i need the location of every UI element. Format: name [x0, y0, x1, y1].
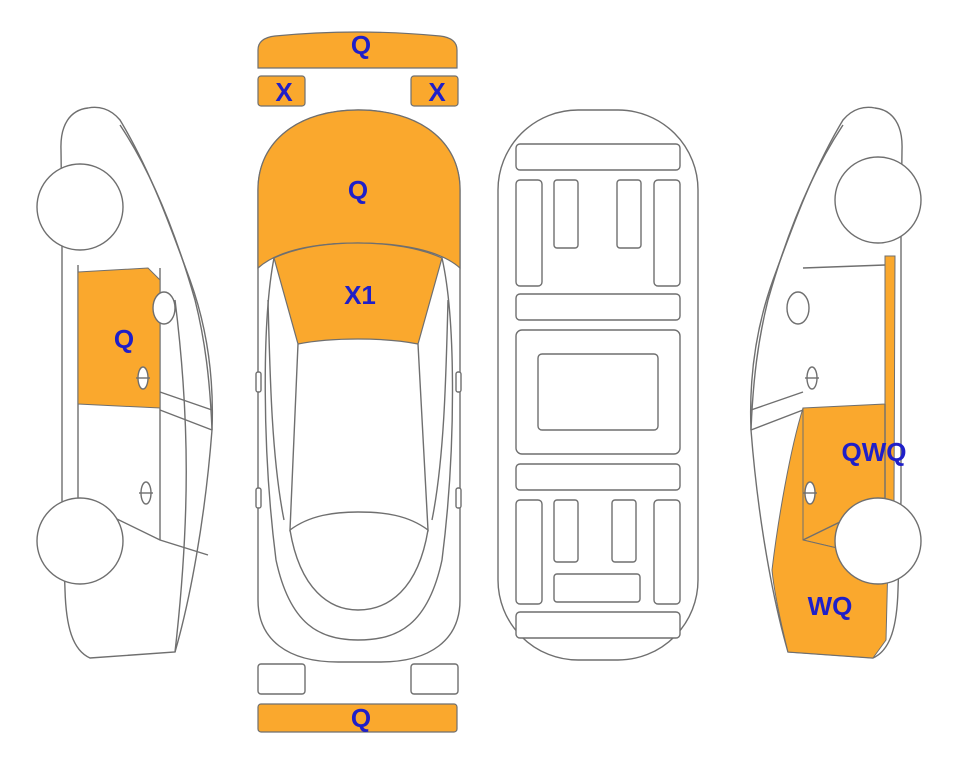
right-mirror [786, 291, 810, 325]
taillight-right [410, 663, 459, 695]
top-view: Q X X Q X1 Q [255, 30, 462, 733]
right-window-line [431, 299, 449, 521]
left-door-handle-front [136, 366, 150, 390]
left-front-wheel [36, 163, 124, 251]
rear-bumper-label: Q [351, 703, 371, 733]
right-a-pillar-line [441, 257, 454, 561]
left-window-line [267, 299, 285, 521]
headlight-right-damage [410, 75, 459, 107]
headlight-left-label: X [275, 77, 293, 107]
right-side-front-door [802, 264, 886, 269]
trunk-line [275, 559, 443, 641]
underbody-rail-rl [515, 499, 543, 605]
headlight-left-damage [257, 75, 306, 107]
underbody-view [497, 109, 699, 661]
left-side-rocker [174, 299, 187, 653]
right-rear-quarter-label: WQ [808, 591, 853, 621]
top-mirror-right [455, 371, 462, 393]
left-front-door-label: Q [114, 324, 134, 354]
right-side-roofline [750, 124, 844, 431]
top-handle-right [455, 487, 462, 509]
underbody-center-panel [537, 353, 659, 431]
left-side-view: Q [36, 106, 214, 659]
underbody-front-panel [515, 143, 681, 171]
underbody-rear-small [553, 573, 641, 603]
front-bumper-label: Q [351, 30, 371, 60]
underbody-cross-1 [515, 293, 681, 321]
right-door-handle-rear [803, 481, 817, 505]
left-rear-wheel [36, 497, 124, 585]
left-a-pillar-line [264, 257, 277, 561]
right-side-view: QWQ WQ [749, 106, 922, 659]
right-rear-door-label: QWQ [842, 437, 907, 467]
right-door-handle-front [805, 366, 819, 390]
right-side-window-line [750, 391, 804, 431]
hood-label: Q [348, 175, 368, 205]
windshield-label: X1 [344, 280, 376, 310]
windshield-damage [273, 242, 443, 345]
left-mirror [152, 291, 176, 325]
headlight-right-label: X [428, 77, 446, 107]
top-mirror-left [255, 371, 262, 393]
underbody-rail-fr [653, 179, 681, 287]
underbody-cross-2 [515, 463, 681, 491]
front-bumper-damage [257, 31, 458, 69]
underbody-slot-rl [553, 499, 579, 563]
rear-bumper-damage [257, 703, 458, 733]
underbody-slot-fr [616, 179, 642, 249]
taillight-left [257, 663, 306, 695]
underbody-rear-panel [515, 611, 681, 639]
right-rear-quarter-damage [771, 407, 889, 659]
underbody-slot-rr [611, 499, 637, 563]
top-handle-left [255, 487, 262, 509]
rear-glass [289, 529, 429, 611]
underbody-rail-fl [515, 179, 543, 287]
left-door-handle-rear [139, 481, 153, 505]
roof-outline [289, 343, 429, 532]
right-front-wheel [834, 156, 922, 244]
underbody-rail-rr [653, 499, 681, 605]
underbody-slot-fl [553, 179, 579, 249]
left-side-window-line [159, 391, 213, 431]
left-side-roofline [119, 124, 213, 431]
right-rear-wheel [834, 497, 922, 585]
